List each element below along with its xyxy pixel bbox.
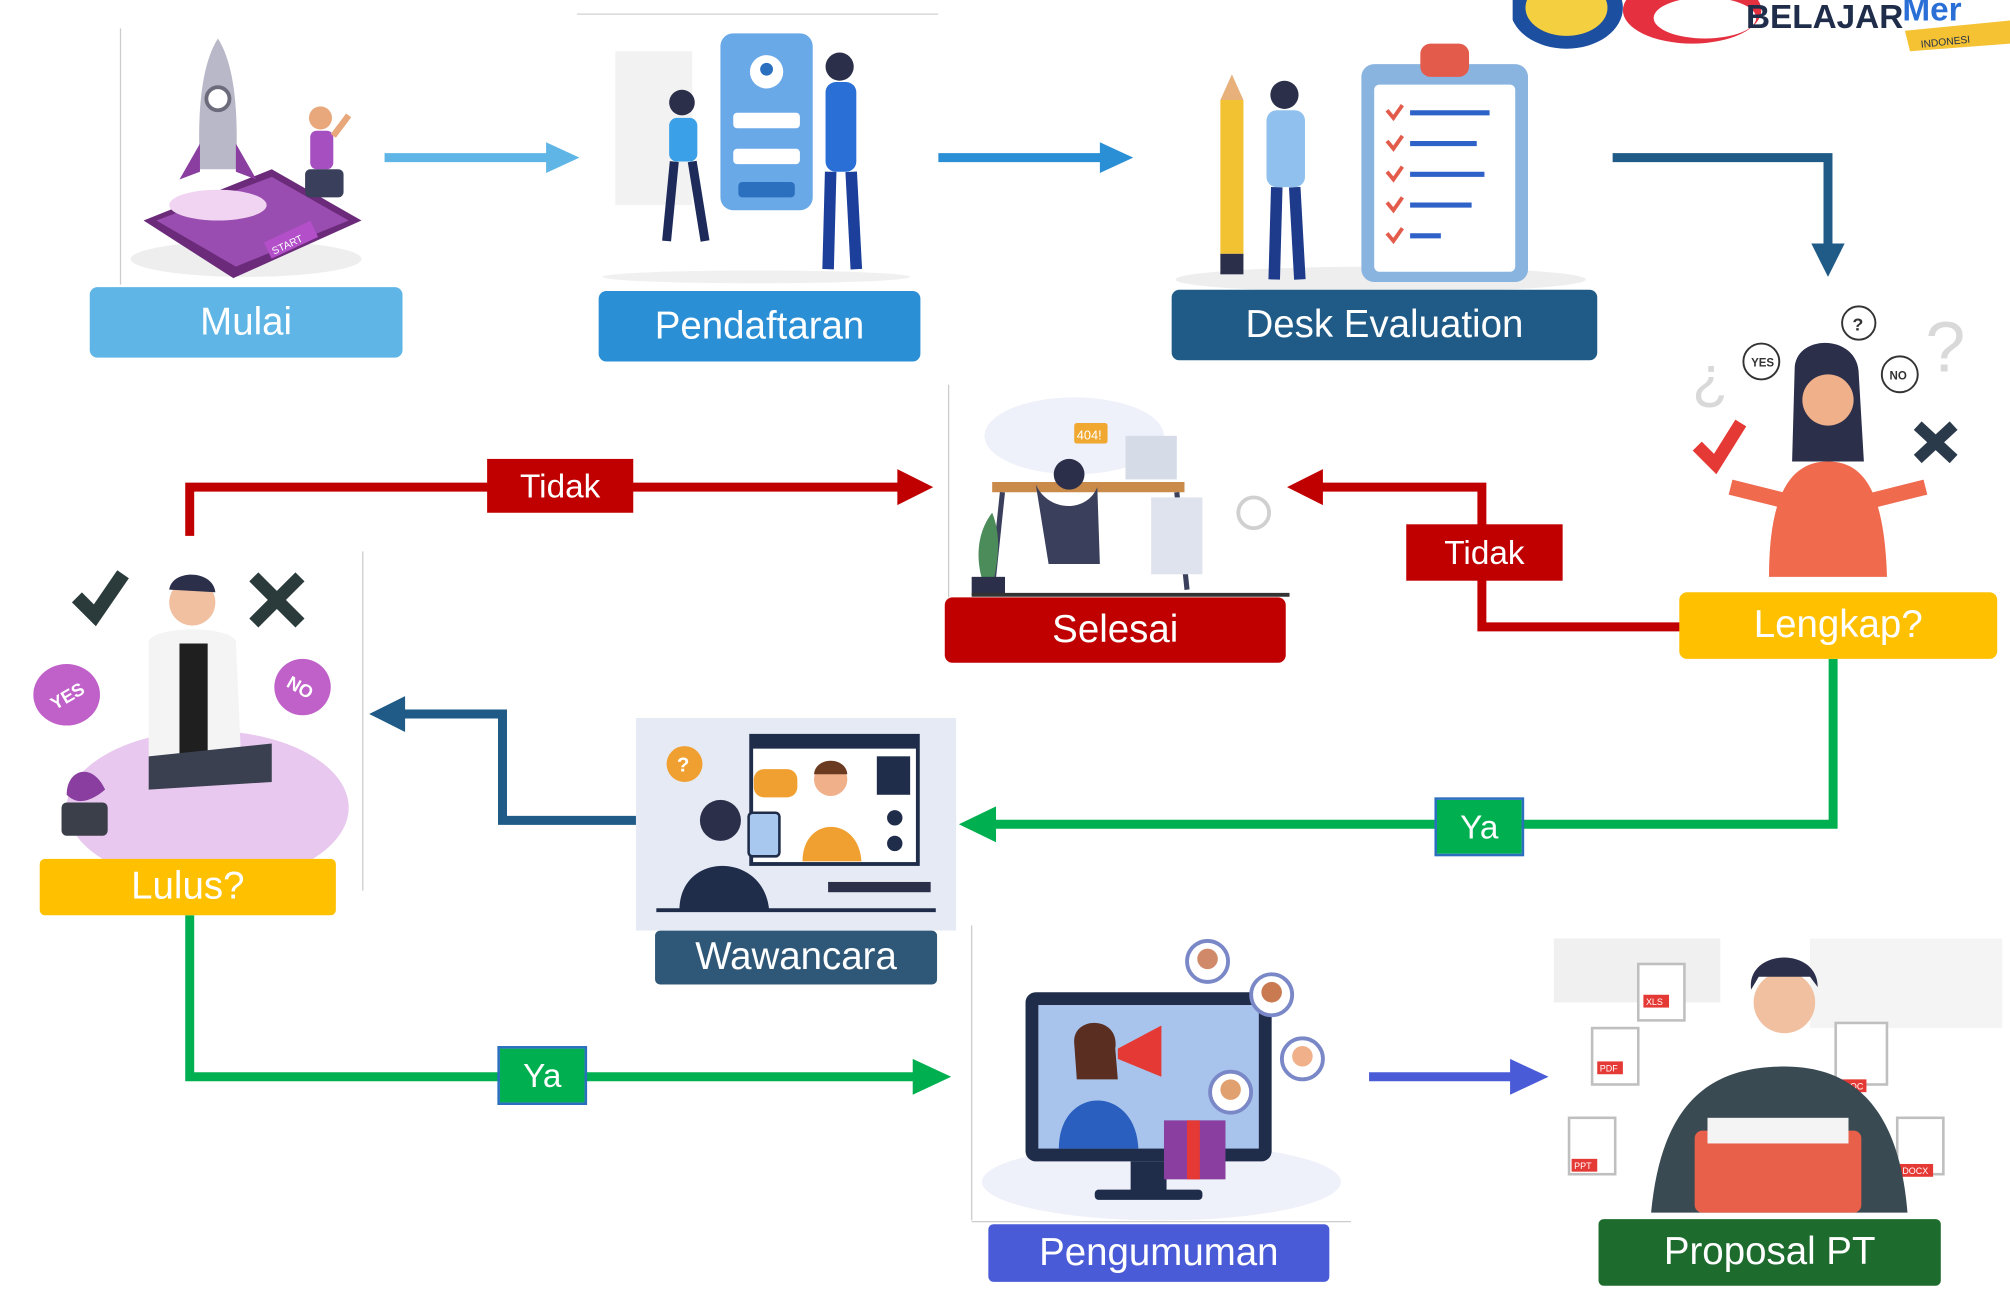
- ppt-tag: PPT: [1574, 1161, 1592, 1171]
- belajar-logo: BELAJAR Mer INDONESI: [1512, 0, 2010, 52]
- rocket-illustration: START: [119, 28, 362, 285]
- registration-illustration: [576, 13, 939, 284]
- error-text: 404!: [1077, 428, 1102, 443]
- node-desk-evaluation: Desk Evaluation: [1171, 289, 1598, 361]
- docx-tag: DOCX: [1902, 1166, 1928, 1176]
- node-lulus: Lulus?: [39, 858, 336, 916]
- edge-label-lengkap-tidak: Tidak: [1406, 524, 1563, 581]
- clipboard-illustration: [1175, 43, 1586, 290]
- doc-tag: DOC: [1843, 1082, 1863, 1092]
- arrow-wawancara-lulus: [369, 696, 639, 825]
- edge-label-lulus-ya: Ya: [497, 1046, 588, 1105]
- arrow-mulai-pendaftaran: [384, 142, 580, 174]
- svg-text:?: ?: [677, 754, 690, 777]
- arrow-pengumuman-proposal: [1369, 1058, 1549, 1095]
- logo-text-2: Mer: [1902, 0, 1961, 29]
- node-wawancara: Wawancara: [655, 930, 938, 985]
- node-mulai: Mulai: [89, 287, 403, 358]
- arrow-lulus-selesai-tidak: [185, 469, 934, 536]
- arrow-desk-lengkap: [1612, 153, 1845, 277]
- arrow-lulus-pengumuman-ya: [185, 915, 952, 1095]
- node-proposal-pt: Proposal PT: [1598, 1219, 1941, 1286]
- arrow-pendaftaran-desk: [938, 142, 1134, 174]
- proposal-illustration: XLS PDF PPT DOC DOCX: [1553, 938, 2003, 1213]
- node-selesai: Selesai: [944, 597, 1286, 663]
- svg-text:?: ?: [1852, 315, 1863, 335]
- yes-bubble: YES: [1751, 358, 1774, 370]
- node-pendaftaran: Pendaftaran: [598, 290, 921, 362]
- node-pengumuman: Pengumuman: [988, 1224, 1330, 1282]
- node-lengkap: Lengkap?: [1679, 592, 1998, 659]
- arrow-lengkap-wawancara-ya: [958, 658, 1838, 843]
- no-bubble: NO: [1890, 370, 1907, 382]
- question-woman-illustration: ¿ ? YES NO ?: [1692, 305, 1965, 577]
- svg-text:?: ?: [1925, 308, 1965, 388]
- tired-desk-illustration: 404!: [947, 384, 1290, 598]
- xls-tag: XLS: [1646, 997, 1663, 1007]
- announcement-illustration: [971, 925, 1352, 1223]
- svg-text:¿: ¿: [1692, 345, 1728, 410]
- pdf-tag: PDF: [1600, 1064, 1618, 1074]
- edge-label-lulus-tidak: Tidak: [487, 458, 634, 513]
- logo-text: BELAJAR: [1746, 0, 1903, 36]
- edge-label-lengkap-ya: Ya: [1434, 797, 1525, 857]
- interview-illustration: ?: [635, 717, 957, 931]
- decision-man-illustration: YES NO: [33, 551, 364, 891]
- logo-sub: INDONESI: [1920, 35, 1970, 51]
